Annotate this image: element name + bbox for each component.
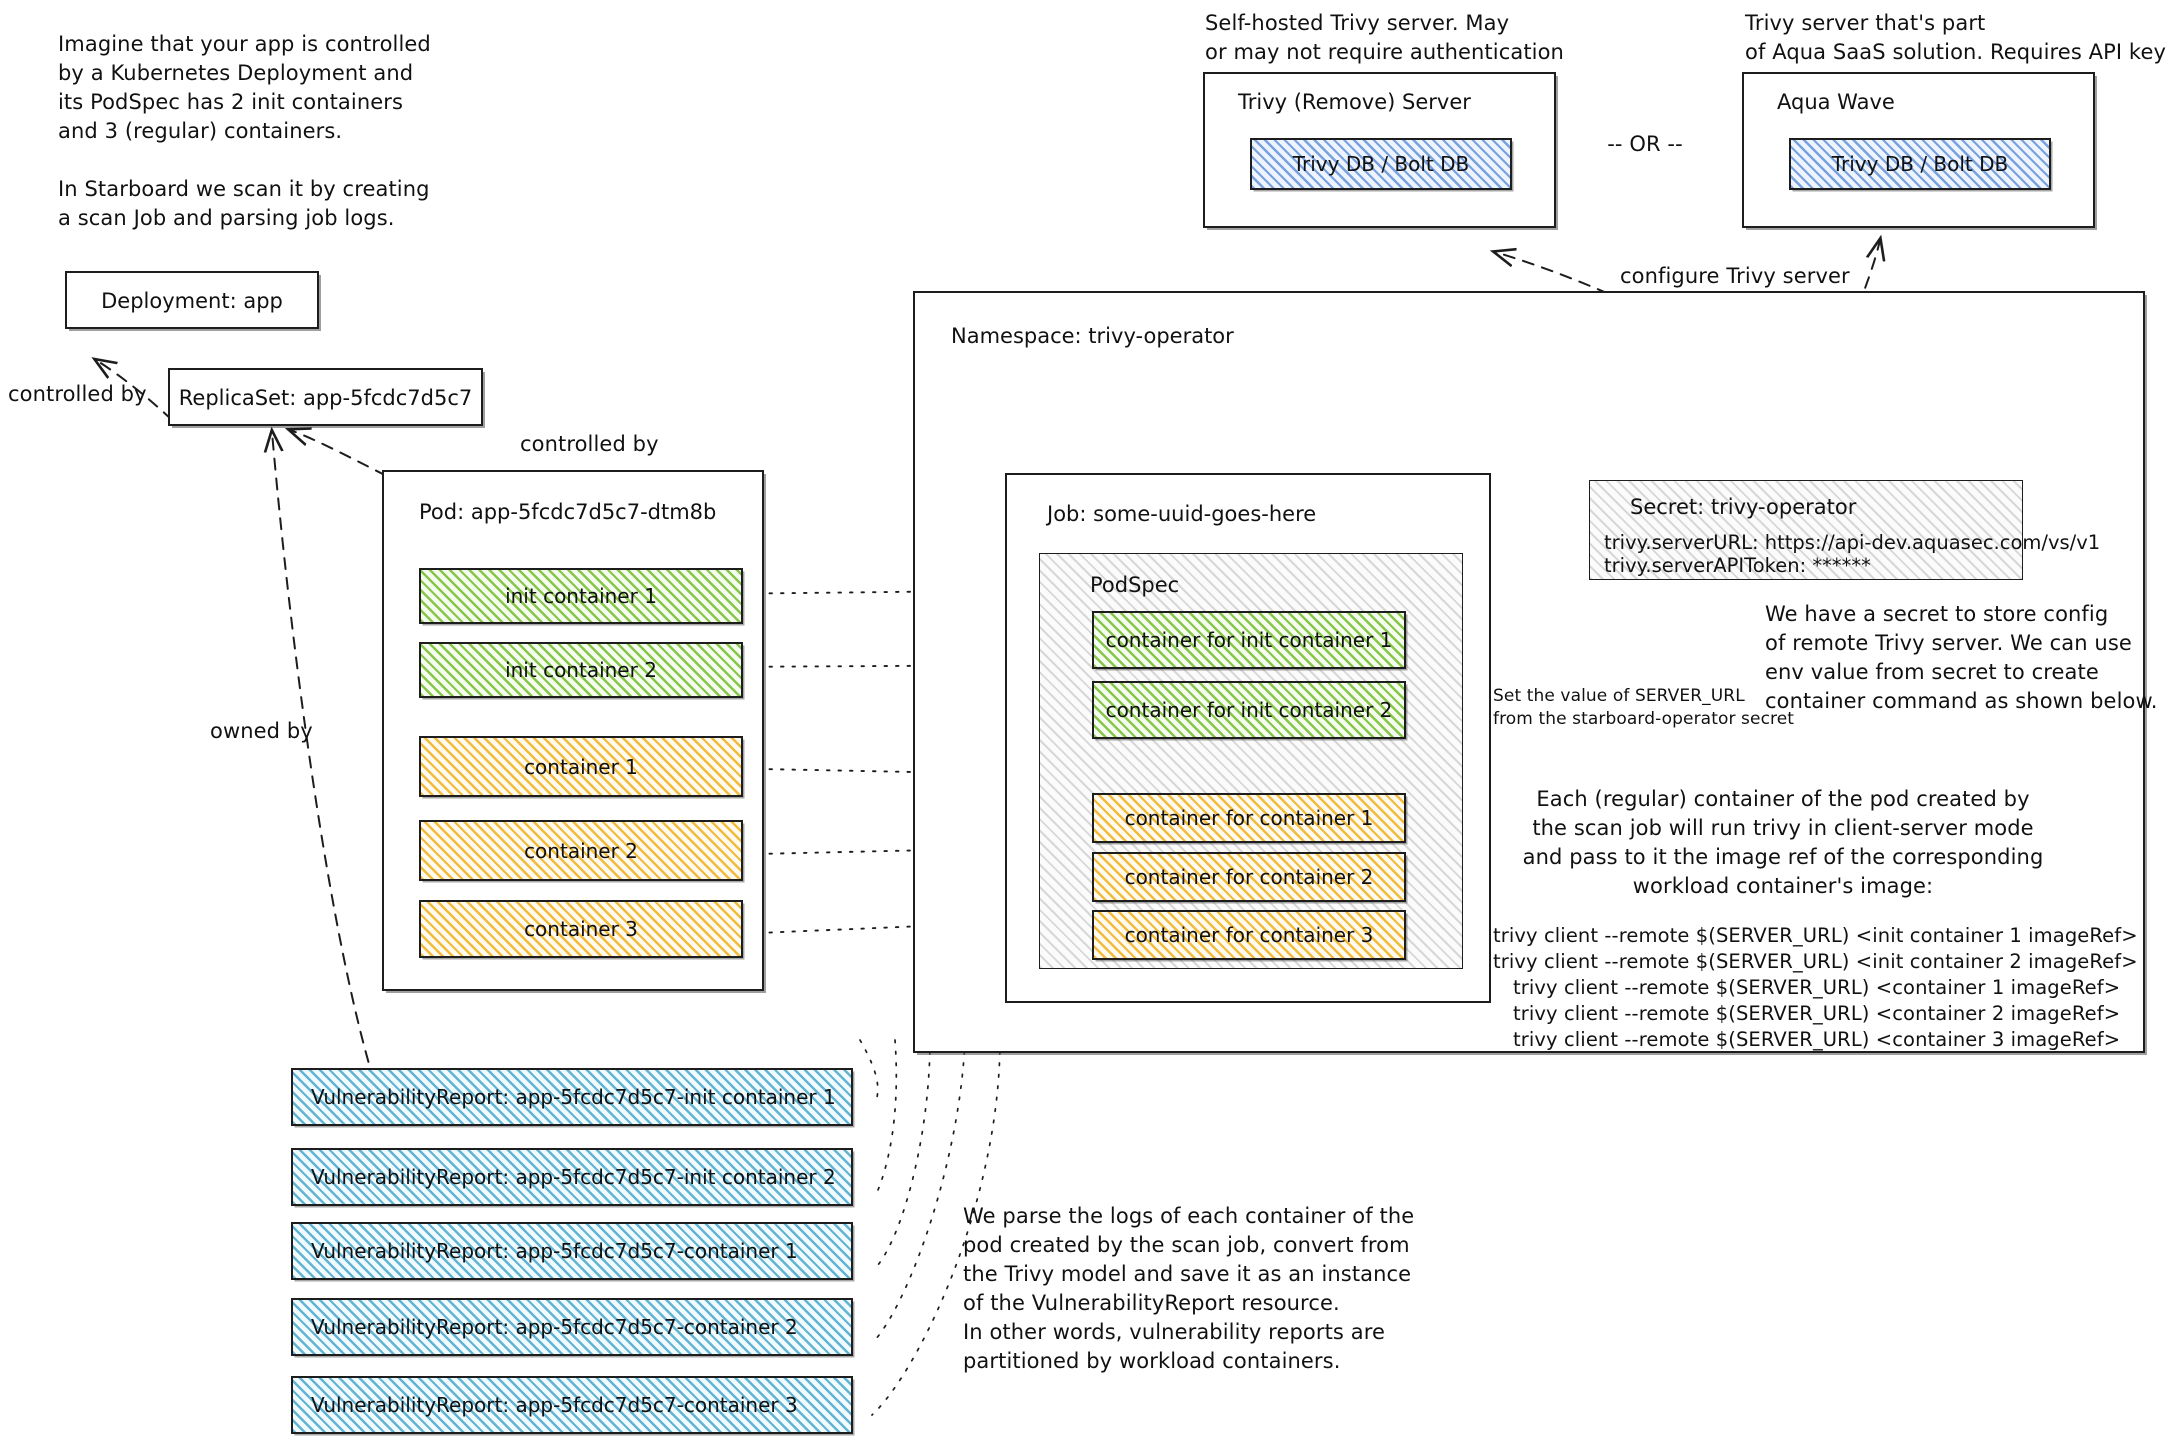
scan-container-2[interactable]: container for container 2 <box>1092 852 1406 902</box>
vulnerability-report-0[interactable]: VulnerabilityReport: app-5fcdc7d5c7-init… <box>291 1068 853 1126</box>
namespace-box[interactable]: Namespace: trivy-operator Job: some-uuid… <box>913 291 2157 1053</box>
pod-container-3[interactable]: container 3 <box>419 900 743 958</box>
trivy-remote-server-title: Trivy (Remove) Server <box>1238 90 1471 114</box>
trivy-command-2: trivy client --remote $(SERVER_URL) <ini… <box>1493 950 2138 973</box>
podspec-box[interactable]: PodSpec container for init container 1 c… <box>1039 553 1463 969</box>
configure-trivy-server-label: configure Trivy server <box>1620 264 1850 288</box>
scan-container-3[interactable]: container for container 3 <box>1092 910 1406 960</box>
job-title: Job: some-uuid-goes-here <box>1047 502 1317 526</box>
job-box[interactable]: Job: some-uuid-goes-here PodSpec contain… <box>1005 473 1491 1003</box>
pod-container-init-1[interactable]: init container 1 <box>419 568 743 624</box>
trivy-db-bolt-db-left[interactable]: Trivy DB / Bolt DB <box>1250 138 1512 190</box>
vulnerability-report-4[interactable]: VulnerabilityReport: app-5fcdc7d5c7-cont… <box>291 1376 853 1434</box>
scan-container-init-1[interactable]: container for init container 1 <box>1092 611 1406 669</box>
replicaset-box[interactable]: ReplicaSet: app-5fcdc7d5c7 <box>168 368 483 426</box>
pod-container-2[interactable]: container 2 <box>419 820 743 881</box>
intro-note: Imagine that your app is controlled by a… <box>58 32 431 230</box>
secret-server-url: trivy.serverURL: https://api-dev.aquasec… <box>1604 531 2101 554</box>
scan-container-1[interactable]: container for container 1 <box>1092 793 1406 843</box>
aqua-wave-box[interactable]: Aqua Wave Trivy DB / Bolt DB <box>1742 72 2095 228</box>
trivy-command-3: trivy client --remote $(SERVER_URL) <con… <box>1513 976 2121 999</box>
secret-explanation-note: We have a secret to store config of remo… <box>1765 602 2158 713</box>
podspec-title: PodSpec <box>1090 573 1180 597</box>
controlled-by-label-2: controlled by <box>520 432 659 456</box>
vulnerability-report-1[interactable]: VulnerabilityReport: app-5fcdc7d5c7-init… <box>291 1148 853 1206</box>
aqua-saas-trivy-note: Trivy server that's part of Aqua SaaS so… <box>1745 11 2166 64</box>
secret-title: Secret: trivy-operator <box>1630 495 1857 519</box>
trivy-command-4: trivy client --remote $(SERVER_URL) <con… <box>1513 1002 2121 1025</box>
secret-box[interactable]: Secret: trivy-operator trivy.serverURL: … <box>1589 480 2100 580</box>
deployment-box[interactable]: Deployment: app <box>65 271 319 329</box>
parse-logs-note: We parse the logs of each container of t… <box>963 1204 1415 1373</box>
or-label: -- OR -- <box>1607 132 1683 156</box>
replicaset-label: ReplicaSet: app-5fcdc7d5c7 <box>178 386 473 410</box>
pod-container-init-2[interactable]: init container 2 <box>419 642 743 698</box>
scan-container-init-2[interactable]: container for init container 2 <box>1092 681 1406 739</box>
self-hosted-trivy-note: Self-hosted Trivy server. May or may not… <box>1205 11 1564 64</box>
each-container-note: Each (regular) container of the pod crea… <box>1522 787 2044 898</box>
vulnerability-report-2[interactable]: VulnerabilityReport: app-5fcdc7d5c7-cont… <box>291 1222 853 1280</box>
server-url-note: Set the value of SERVER_URL from the sta… <box>1493 686 1795 730</box>
trivy-db-bolt-db-right[interactable]: Trivy DB / Bolt DB <box>1789 138 2051 190</box>
deployment-label: Deployment: app <box>101 289 283 313</box>
namespace-title: Namespace: trivy-operator <box>951 324 1234 348</box>
trivy-remote-server-box[interactable]: Trivy (Remove) Server Trivy DB / Bolt DB <box>1203 72 1556 228</box>
secret-api-token: trivy.serverAPIToken: ****** <box>1604 554 1871 577</box>
vulnerability-report-3[interactable]: VulnerabilityReport: app-5fcdc7d5c7-cont… <box>291 1298 853 1356</box>
aqua-wave-title: Aqua Wave <box>1777 90 1895 114</box>
controlled-by-label-1: controlled by <box>8 382 147 406</box>
trivy-command-1: trivy client --remote $(SERVER_URL) <ini… <box>1493 924 2138 947</box>
pod-box[interactable]: Pod: app-5fcdc7d5c7-dtm8b init container… <box>382 470 764 991</box>
pod-title: Pod: app-5fcdc7d5c7-dtm8b <box>419 500 717 524</box>
owned-by-label: owned by <box>210 719 313 743</box>
pod-container-1[interactable]: container 1 <box>419 736 743 797</box>
trivy-command-5: trivy client --remote $(SERVER_URL) <con… <box>1513 1028 2121 1051</box>
